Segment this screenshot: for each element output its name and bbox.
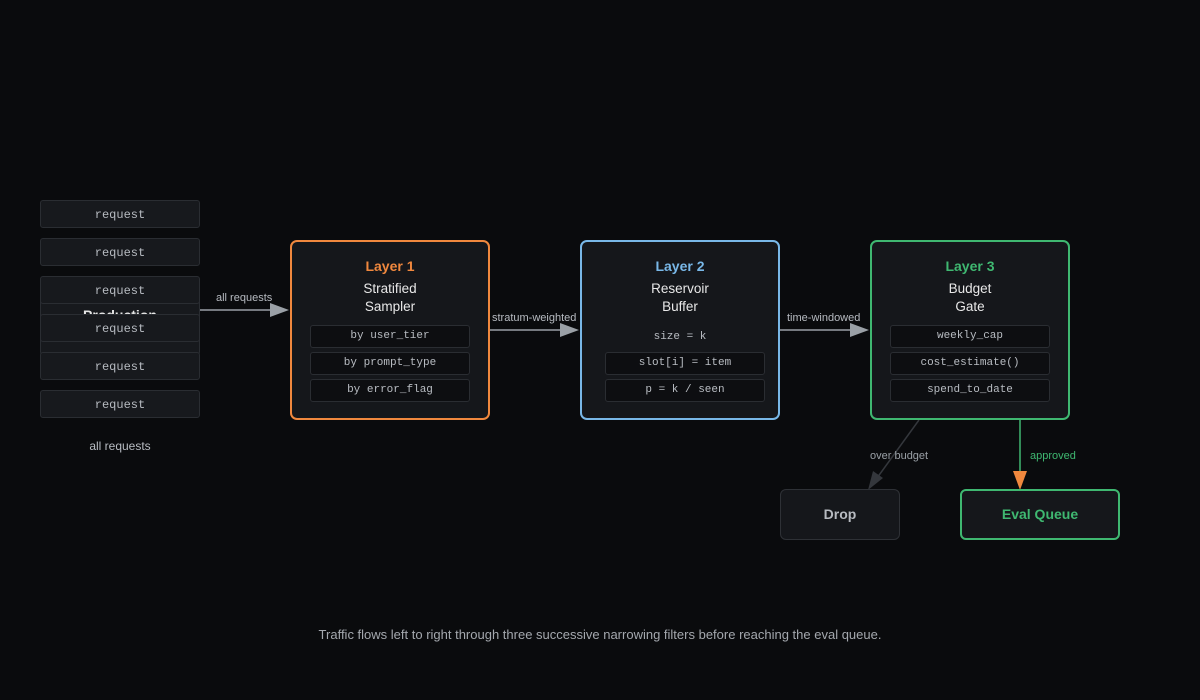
request-item: request [40, 352, 200, 380]
layer2-reservoir-buffer: Layer 2 Reservoir Buffer size = k slot[i… [580, 240, 780, 420]
layer1-title: Layer 1 [365, 258, 415, 274]
arrow-layer3-to-drop [868, 419, 920, 490]
source-caption: all requests [89, 439, 151, 453]
layer3-budget-gate: Layer 3 Budget Gate weekly_cap cost_esti… [870, 240, 1070, 420]
eval-queue-sink: Eval Queue [960, 489, 1120, 540]
edge-label-stratum-weighted: stratum-weighted [492, 312, 577, 324]
edge-label-time-windowed: time-windowed [787, 312, 861, 324]
layer1-subtitle: Stratified Sampler [363, 281, 417, 314]
layer2-subtitle: Reservoir Buffer [651, 281, 709, 314]
drop-label: Drop [823, 506, 857, 522]
arrow-layer1-to-layer2 [490, 323, 579, 337]
layer3-subtitle: Budget Gate [948, 281, 992, 314]
arrow-layer3-to-queue [1013, 420, 1027, 490]
request-item: request [40, 314, 200, 342]
layer3-item: spend_to_date [890, 379, 1050, 402]
layer2-item: p = k / seen [605, 379, 765, 402]
arrow-layer2-to-layer3 [780, 323, 869, 337]
layer1-stratified-sampler: Layer 1 Stratified Sampler by user_tier … [290, 240, 490, 420]
arrow-source-to-layer1 [200, 303, 289, 317]
layer3-title: Layer 3 [945, 258, 995, 274]
request-item: request [40, 238, 200, 266]
layer1-item: by prompt_type [310, 352, 470, 375]
layer3-item: cost_estimate() [890, 352, 1050, 375]
drop-sink: Drop [780, 489, 900, 540]
layer2-item: slot[i] = item [605, 352, 765, 375]
request-item: request [40, 390, 200, 418]
edge-label-over-budget: over budget [870, 450, 929, 462]
edge-label-approved: approved [1030, 450, 1076, 462]
layer2-size: size = k [653, 331, 707, 343]
layer1-item: by user_tier [310, 325, 470, 348]
diagram-caption: Traffic flows left to right through thre… [318, 627, 882, 642]
layer2-title: Layer 2 [655, 258, 705, 274]
request-item: request [40, 200, 200, 228]
layer3-item: weekly_cap [890, 325, 1050, 348]
request-item: request [40, 276, 200, 304]
layer1-item: by error_flag [310, 379, 470, 402]
eval-queue-label: Eval Queue [1001, 506, 1079, 522]
edge-label-all-requests: all requests [216, 292, 273, 304]
